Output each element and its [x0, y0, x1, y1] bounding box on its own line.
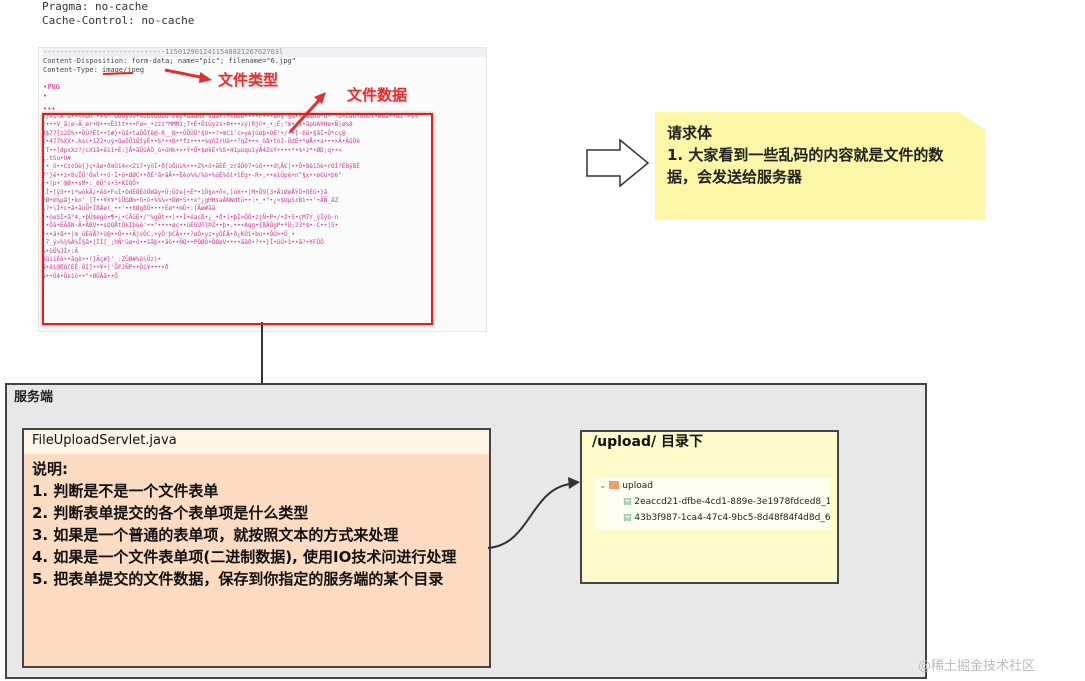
file-item[interactable]: ▤ 43b3f987-1ca4-47c4-9bc5-8d48f84f4d8d_6… [595, 510, 830, 526]
garbled-line: ••••V_ã|ø~Ã_ør•N••<Ëîìt•••Fø=_•zzz"MMM1;… [42, 121, 353, 129]
file-tree: ⌄ upload ▤ 2eaccd21-dfbe-4cd1-889e-3e197… [595, 478, 830, 530]
garbled-line: j•477%XX•.ksc•1Z2•uý•ûwõÖ1ÖîýÊ••S*•+N•*f… [42, 138, 360, 146]
garbled-line: *••ä•â••|m_üÉëÃ?•ù@••Ö•••ÃjvÖC,•ýÖ'þCÃ••… [42, 230, 295, 238]
servlet-line: 3. 如果是一个普通的表单项，就按照文本的方式来处理 [32, 526, 399, 544]
chevron-down-icon: ⌄ [599, 481, 607, 491]
dots: • [43, 92, 48, 100]
image-file-icon: ▤ [623, 497, 632, 507]
garbled-line: ä••Ù4•Öè1ö••"•ØÜÃã••Ö [42, 272, 118, 280]
boundary-line: -----------------------------11501290124… [43, 48, 486, 57]
upload-dir-title: /upload/ 目录下 [592, 434, 703, 450]
garbled-line: _•_ö••Cz¢Öè[}ç•ãø•ðmÜ14<<Z17•yöÌ•ð[ùÖùù%… [42, 163, 360, 171]
garbled-line: ••|p•'@Ø••sM•:_6Ö°s•3•KIQÖ• [42, 180, 140, 188]
garbled-line: p}X¢-Ã`Ù••<>DR •¥%~`ÖÖÖy99•RÖÖVÖÖÖÖ"Eëy•… [42, 113, 418, 120]
servlet-line: 4. 如果是一个文件表单项(二进制数据), 使用IO技术问进行处理 [32, 548, 457, 566]
header-line: Pragma: no-cache [42, 0, 148, 13]
png-marker: •PNG [43, 83, 60, 91]
note-body: 1. 大家看到一些乱码的内容就是文件的数据，会发送给服务器 [667, 146, 944, 186]
garbled-line: %•ùÖ%JÌ•:Ã [42, 247, 79, 255]
http-headers: Pragma: no-cache Cache-Control: no-cache [42, 0, 194, 28]
servlet-box: FileUploadServlet.java 说明: 1. 判断是不是一个文件表… [22, 428, 491, 668]
arrow-file-type [164, 68, 206, 80]
garbled-line: ã•ëi@ßQ[ÉÉ-ÖÌ]••¥•|'ÖFJÑP••Öí¥••••ð [42, 264, 169, 272]
garbled-line: '•öeSÌ•ã°4,•þÜ$øgö•¶•¿•CÃüÉ•/"%gÖt••|••Ì… [42, 213, 339, 221]
garbled-line: 7'}ë••z•8vÏÜ'Öwl••ö·Ì•ö•ØØC••ðÉ²ã•ãÃ••Ëè… [42, 171, 342, 179]
request-capture-screenshot: -----------------------------11501290124… [38, 47, 487, 332]
note-title: 请求体 [667, 124, 713, 142]
file-data-label: 文件数据 [347, 86, 408, 104]
header-line: Cache-Control: no-cache [42, 14, 195, 27]
garbled-line: d$77[z2Ö%••ÖÜ?Ëî••ì#}•ûã•taÖÖTë@-R__N••Ö… [42, 129, 346, 137]
folder-item[interactable]: ⌄ upload [595, 478, 830, 494]
folder-icon [609, 481, 620, 489]
dots: ••• [43, 105, 56, 113]
garbled-line: *Ø•m%µãj•kn'_]T••¥¥¥*1ÜGØm•ö•ö•%%%<•DW•S… [42, 197, 339, 205]
servlet-line: 2. 判断表单提交的各个表单项是什么类型 [32, 504, 309, 522]
garbled-line: _T••[dpxXz?/cX1ã•ê11•É:}Ã•ãÛüÀÖ_ö•öHk•>•… [42, 146, 342, 154]
servlet-title: FileUploadServlet.java [24, 430, 489, 454]
arrow-head [199, 72, 212, 83]
underline [102, 72, 134, 75]
garbled-line: _7_ý>%¾%Ä%Ï§ã•|ÍÌ[_;hÑ"üø•ö••ŝãþ••ãö••ÑQ… [42, 239, 324, 247]
watermark: @稀土掘金技术社区 [918, 659, 1036, 674]
arrow-head [568, 477, 580, 489]
arrow-head [314, 92, 326, 104]
garbled-line: öüi1Èè••ãqè••(]Ãç#}'_:ZÜØ#%ö\Üz)• [42, 255, 162, 263]
file-data-highlight [42, 113, 433, 325]
file-type-label: 文件类型 [218, 71, 279, 89]
garbled-line: \.tSu•U# [42, 155, 71, 163]
content-type: Content-Type: image/jpeg [43, 66, 145, 74]
file-name: 2eaccd21-dfbe-4cd1-889e-3e1978fdced8_1.j… [634, 497, 830, 507]
servlet-line: 5. 把表单提交的文件数据，保存到你指定的服务端的某个目录 [32, 570, 444, 588]
image-file-icon: ▤ [623, 513, 632, 523]
garbled-line: \?•\Ì•c•ã•ãüÜ•ÍßÄø(_••'••8ØgßÜ••••Éø*•mÙ… [42, 205, 216, 213]
file-name: 43b3f987-1ca4-47c4-9bc5-8d48f84f4d8d_6.j… [634, 513, 830, 523]
request-body-note: 请求体 1. 大家看到一些乱码的内容就是文件的数据，会发送给服务器 [655, 112, 985, 220]
servlet-line: 说明: [32, 460, 68, 478]
right-arrow-icon [586, 138, 650, 188]
folder-name: upload [622, 481, 653, 491]
server-label: 服务端 [14, 390, 54, 405]
curved-arrow [487, 483, 571, 549]
garbled-file-data: p}X¢-Ã`Ù••<>DR •¥%~`ÖÖÖy99•RÖÖVÖÖÖÖ"Eëy•… [42, 113, 482, 323]
garbled-line: '•Öä•ÉÃßN·Ã•ÃBV••sQQÅtÖkIþùè'••"••••øç••… [42, 222, 339, 230]
file-item[interactable]: ▤ 2eaccd21-dfbe-4cd1-889e-3e1978fdced8_1… [595, 494, 830, 510]
servlet-line: 1. 判断是不是一个文件表单 [32, 482, 219, 500]
garbled-line: ·Ì•]ÿ3••i*wòkÃ/•ëö•FuÌ•OdÉÖÉöÖWãy•Ù;Üže[… [42, 188, 328, 196]
content-disposition: Content-Disposition: form-data; name="pi… [43, 57, 296, 65]
